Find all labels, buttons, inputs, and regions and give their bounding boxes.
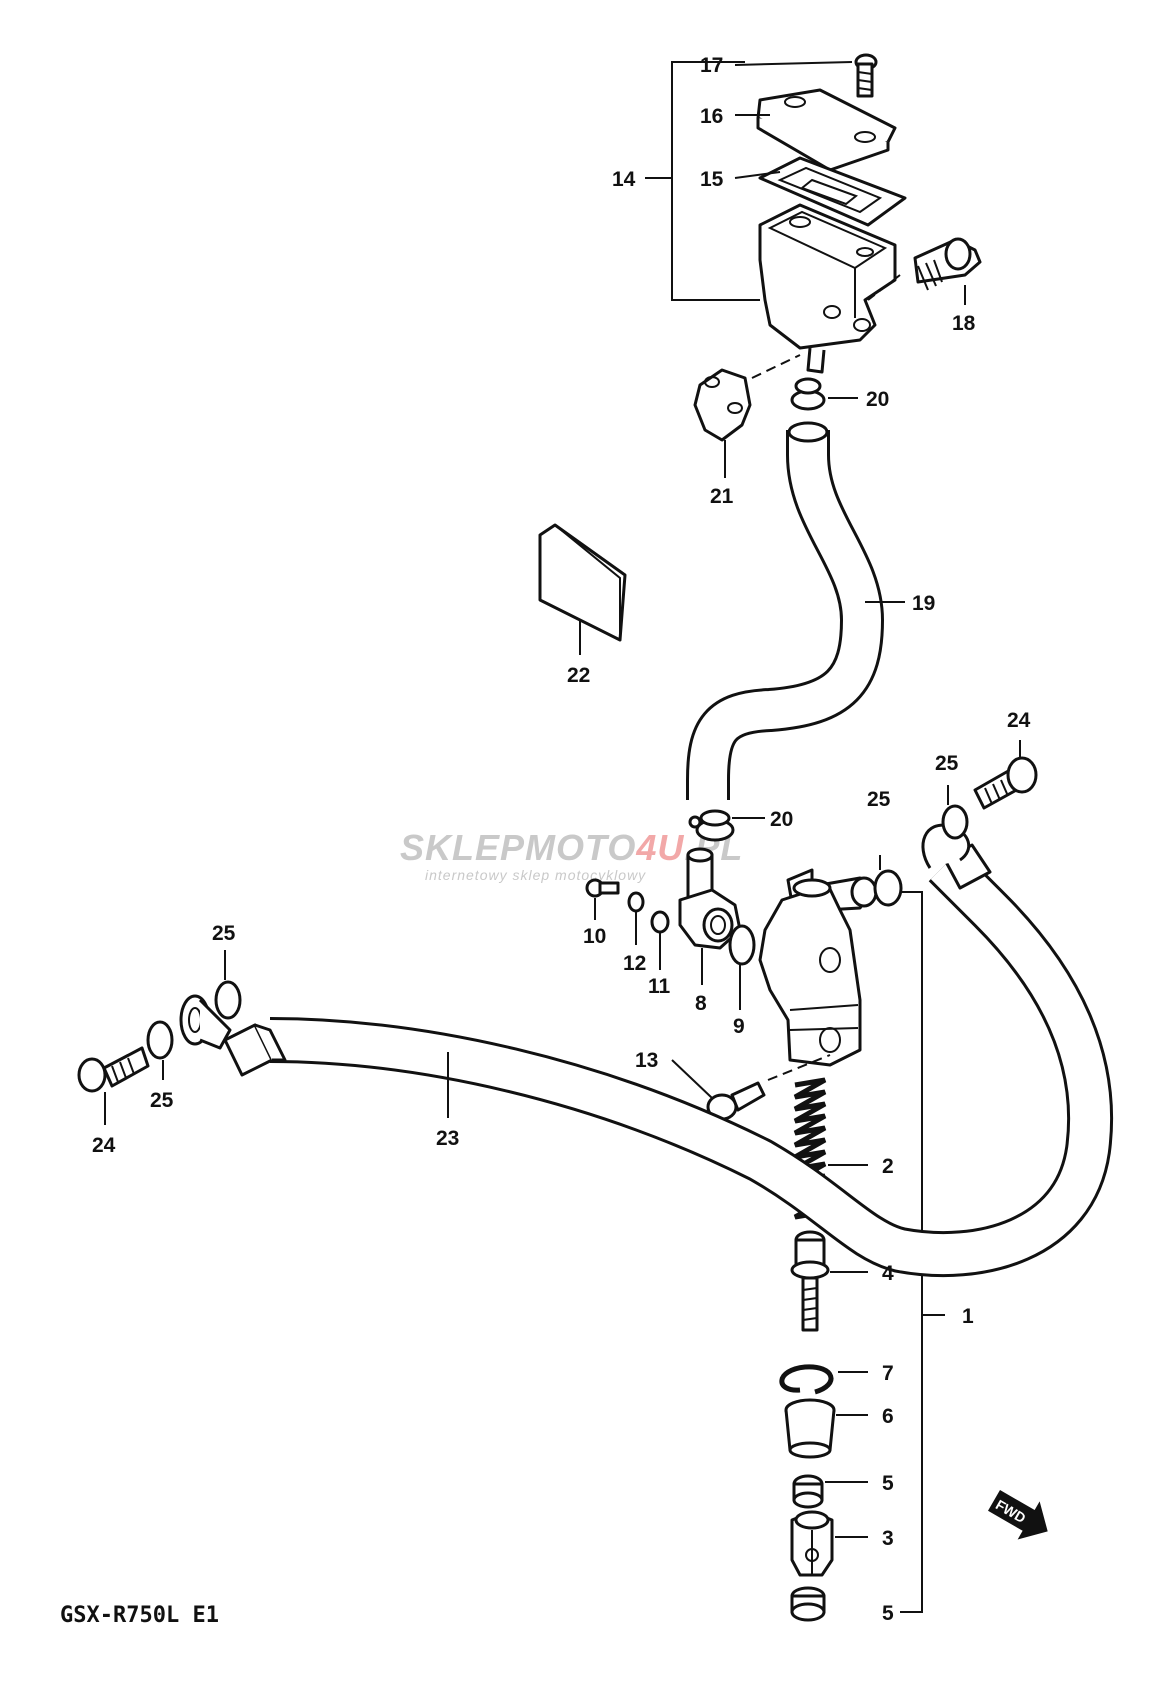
callout-25-d: 25 [935,752,959,775]
part-banjo-bolt-24-left [77,1046,150,1093]
callout-5-lower: 5 [882,1602,894,1625]
callout-24-right: 24 [1007,709,1031,732]
callout-3: 3 [882,1527,894,1550]
part-clip-20-lower [688,809,735,842]
part-washer-12 [627,891,645,913]
callout-4: 4 [882,1262,894,1285]
callout-25-b: 25 [150,1089,174,1112]
master-cylinder [585,847,945,1622]
part-nut-5-upper [792,1474,824,1509]
part-cylinder-body [758,868,878,1067]
callout-17: 17 [700,54,723,77]
reservoir-assembly [645,53,907,374]
part-hose-19 [686,421,885,800]
callout-13: 13 [635,1049,658,1072]
part-reservoir-body [758,203,897,374]
part-banjo-left [179,994,232,1050]
part-piston-4 [790,1230,830,1332]
part-diaphragm-15 [758,156,907,227]
callout-16: 16 [700,105,723,128]
callout-11: 11 [648,975,671,998]
svg-text:SKLEPMOTO4U.PL: SKLEPMOTO4U.PL [400,827,743,868]
part-clevis-3 [790,1510,834,1577]
bracket-14 [671,61,760,301]
callout-19: 19 [912,592,935,615]
part-washer-25-b [146,1020,174,1060]
part-washer-25-a [214,980,242,1020]
part-screw-10 [585,878,620,898]
part-banjo-bolt-24-right [973,756,1038,810]
callout-15: 15 [700,168,724,191]
part-plate-21 [693,354,801,442]
callout-8: 8 [695,992,707,1015]
part-oring-9 [728,924,756,966]
front-arrow-icon: FWD [988,1490,1048,1540]
callout-9: 9 [733,1015,745,1038]
part-nut-5-lower [790,1586,826,1622]
watermark-tagline: internetowy sklep motocyklowy [425,867,646,883]
callout-23: 23 [436,1127,459,1150]
part-bolt-18 [867,237,982,301]
part-washer-25-d [941,804,969,840]
callout-25-a: 25 [212,922,236,945]
part-cap-16 [756,88,897,172]
callout-6: 6 [882,1405,894,1428]
part-washer-25-c [873,869,903,907]
watermark-brand-prefix: SKLEPMOTO [400,827,636,868]
callout-2: 2 [882,1155,894,1178]
callout-labels: 17 16 15 14 18 20 21 19 22 20 24 25 25 1… [92,54,1031,1625]
callout-20-upper: 20 [866,388,889,411]
part-inlet-fitting-8 [678,847,742,950]
callout-22: 22 [567,664,590,687]
part-hose-23 [223,823,1114,1278]
part-clip-20-upper [790,377,826,411]
part-bolt-13 [706,1054,831,1121]
callout-24-left: 24 [92,1134,116,1157]
callout-1: 1 [962,1305,974,1328]
part-boot-6 [784,1398,836,1459]
leader-lines [104,61,1021,1538]
part-washer-11 [650,910,670,934]
watermark-brand-highlight: 4U [635,827,684,868]
model-code: GSX-R750L E1 [60,1603,219,1628]
callout-10: 10 [583,925,606,948]
callout-12: 12 [623,952,646,975]
watermark: SKLEPMOTO4U.PL internetowy sklep motocyk… [400,827,743,883]
callout-14: 14 [612,168,636,191]
callout-18: 18 [952,312,976,335]
callout-5-upper: 5 [882,1472,894,1495]
callout-7: 7 [882,1362,894,1385]
callout-20-lower: 20 [770,808,793,831]
callout-21: 21 [710,485,734,508]
callout-25-c: 25 [867,788,891,811]
part-screw-17 [854,53,878,98]
part-label-card-22 [538,523,627,642]
part-circlip-7 [779,1364,834,1395]
